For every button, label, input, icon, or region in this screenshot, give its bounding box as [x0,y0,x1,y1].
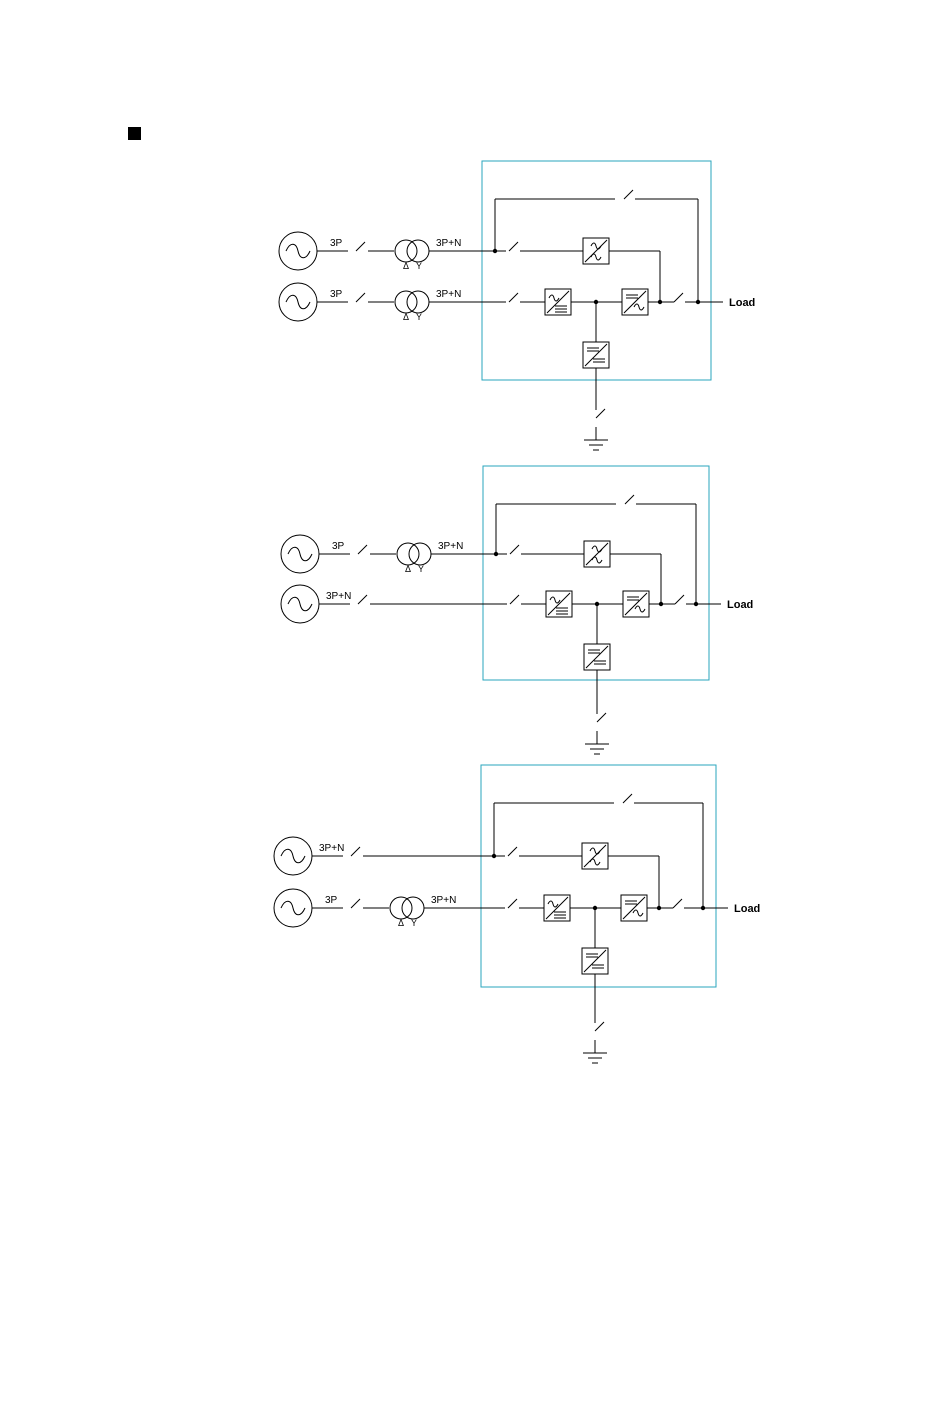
transformer-icon [395,240,429,262]
switch-icon [356,242,365,251]
ac-source-icon [274,837,312,875]
output-voltage-label: 3P+N [436,238,461,249]
input-voltage-label: 3P [332,541,345,552]
delta-label: Δ [398,918,404,928]
junction-dot [694,602,698,606]
switch-icon [596,409,605,418]
switch-icon [351,899,360,908]
wye-label: Y [418,564,424,574]
load-label: Load [727,599,753,611]
delta-label: Δ [403,312,409,322]
switch-icon [623,794,632,803]
switch-icon [595,1022,604,1031]
switch-icon [510,595,519,604]
ground-icon [585,744,609,754]
transformer-icon [397,543,431,565]
static-bypass-icon [582,843,608,869]
ground-icon [583,1053,607,1063]
input-voltage-label: 3P [325,895,338,906]
switch-icon [358,595,367,604]
junction-dot [659,602,663,606]
wye-label: Y [411,918,417,928]
load-label: Load [729,297,755,309]
static-bypass-icon [583,238,609,264]
junction-dot [658,300,662,304]
switch-icon [624,190,633,199]
switch-icon [356,293,365,302]
switch-icon [674,293,683,302]
wye-label: Y [416,261,422,271]
switch-icon [508,899,517,908]
switch-icon [510,545,519,554]
switch-icon [625,495,634,504]
junction-dot [701,906,705,910]
input-voltage-label: 3P+N [326,591,351,602]
load-label: Load [734,903,760,915]
wye-label: Y [416,312,422,322]
inverter-icon [623,591,649,617]
delta-label: Δ [403,261,409,271]
switch-icon [673,899,682,908]
transformer-icon [395,291,429,313]
ac-source-icon [281,535,319,573]
static-bypass-icon [584,541,610,567]
inverter-icon [621,895,647,921]
ac-source-icon [279,232,317,270]
junction-dot [696,300,700,304]
input-voltage-label: 3P [330,238,343,249]
ac-source-icon [274,889,312,927]
output-voltage-label: 3P+N [436,289,461,300]
switch-icon [597,713,606,722]
rectifier-icon [545,289,571,315]
output-voltage-label: 3P+N [438,541,463,552]
ground-icon [584,440,608,450]
rectifier-icon [544,895,570,921]
switch-icon [509,293,518,302]
output-voltage-label: 3P+N [431,895,456,906]
junction-dot [657,906,661,910]
switch-icon [351,847,360,856]
inverter-icon [622,289,648,315]
battery-converter-icon [582,948,608,974]
switch-icon [509,242,518,251]
transformer-icon [390,897,424,919]
input-voltage-label: 3P+N [319,843,344,854]
rectifier-icon [546,591,572,617]
switch-icon [358,545,367,554]
battery-converter-icon [584,644,610,670]
battery-converter-icon [583,342,609,368]
delta-label: Δ [405,564,411,574]
switch-icon [508,847,517,856]
ac-source-icon [281,585,319,623]
ac-source-icon [279,283,317,321]
switch-icon [675,595,684,604]
input-voltage-label: 3P [330,289,343,300]
